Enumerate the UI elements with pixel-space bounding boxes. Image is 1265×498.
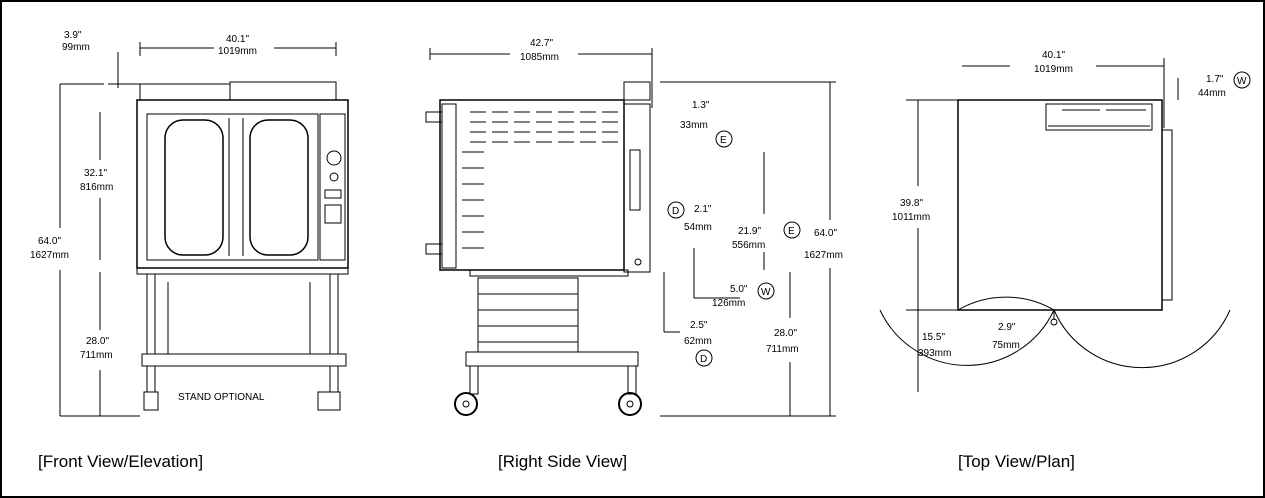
front-oven-height-mm: 816mm <box>80 182 113 193</box>
side-stand-mm: 711mm <box>766 344 799 355</box>
side-d2-tag: D <box>700 354 707 365</box>
side-e1-in: 1.3" <box>692 100 710 111</box>
top-depth-in: 39.8" <box>900 198 923 209</box>
side-e1-tag: E <box>720 135 727 146</box>
top-width-in: 40.1" <box>1042 50 1065 61</box>
side-d2-mm: 62mm <box>684 336 712 347</box>
side-d1-mm: 54mm <box>684 222 712 233</box>
side-w-in: 5.0" <box>730 284 748 295</box>
top-gap-in: 2.9" <box>998 322 1016 333</box>
stand-optional-note: STAND OPTIONAL <box>178 392 265 403</box>
side-depth-in: 42.7" <box>530 38 553 49</box>
top-view <box>879 58 1231 392</box>
caption-front-view: [Front View/Elevation] <box>38 452 204 471</box>
top-gap-mm: 75mm <box>992 340 1020 351</box>
side-total-mm: 1627mm <box>804 250 843 261</box>
caption-side-view: [Right Side View] <box>498 452 628 471</box>
front-width-mm: 1019mm <box>218 46 257 57</box>
front-view <box>59 42 349 417</box>
top-w-in: 1.7" <box>1206 74 1224 85</box>
top-door-in: 15.5" <box>922 332 945 343</box>
top-depth-mm: 1011mm <box>892 212 930 223</box>
side-view <box>425 48 836 417</box>
front-top-offset-mm: 99mm <box>62 42 90 53</box>
side-e2-mm: 556mm <box>732 240 765 251</box>
side-stand-in: 28.0" <box>774 328 797 339</box>
tag-d2-circle <box>695 349 713 367</box>
caption-top-view: [Top View/Plan] <box>958 452 1075 471</box>
side-d1-tag: D <box>672 206 679 217</box>
front-total-height-in: 64.0" <box>38 236 61 247</box>
top-width-mm: 1019mm <box>1034 64 1073 75</box>
side-e1-mm: 33mm <box>680 120 708 131</box>
tag-w-circle <box>757 282 775 300</box>
top-door-mm: 393mm <box>918 348 951 359</box>
front-top-offset-in: 3.9" <box>64 30 82 41</box>
side-d2-in: 2.5" <box>690 320 708 331</box>
side-depth-mm: 1085mm <box>520 52 559 63</box>
tag-e2-circle <box>783 221 801 239</box>
side-total-in: 64.0" <box>814 228 837 239</box>
side-d1-in: 2.1" <box>694 204 712 215</box>
side-w-tag: W <box>761 287 771 298</box>
top-tag-w-circle <box>1233 71 1251 89</box>
tag-e-circle <box>715 130 733 148</box>
front-oven-height-in: 32.1" <box>84 168 107 179</box>
front-width-in: 40.1" <box>226 34 249 45</box>
front-total-height-mm: 1627mm <box>30 250 69 261</box>
tag-d-circle <box>667 201 685 219</box>
side-e2-in: 21.9" <box>738 226 761 237</box>
front-stand-height-in: 28.0" <box>86 336 109 347</box>
side-e2-tag: E <box>788 226 795 237</box>
top-w-tag: W <box>1237 76 1247 87</box>
top-w-mm: 44mm <box>1198 88 1226 99</box>
front-stand-height-mm: 711mm <box>80 350 113 361</box>
side-w-mm: 126mm <box>712 298 745 309</box>
